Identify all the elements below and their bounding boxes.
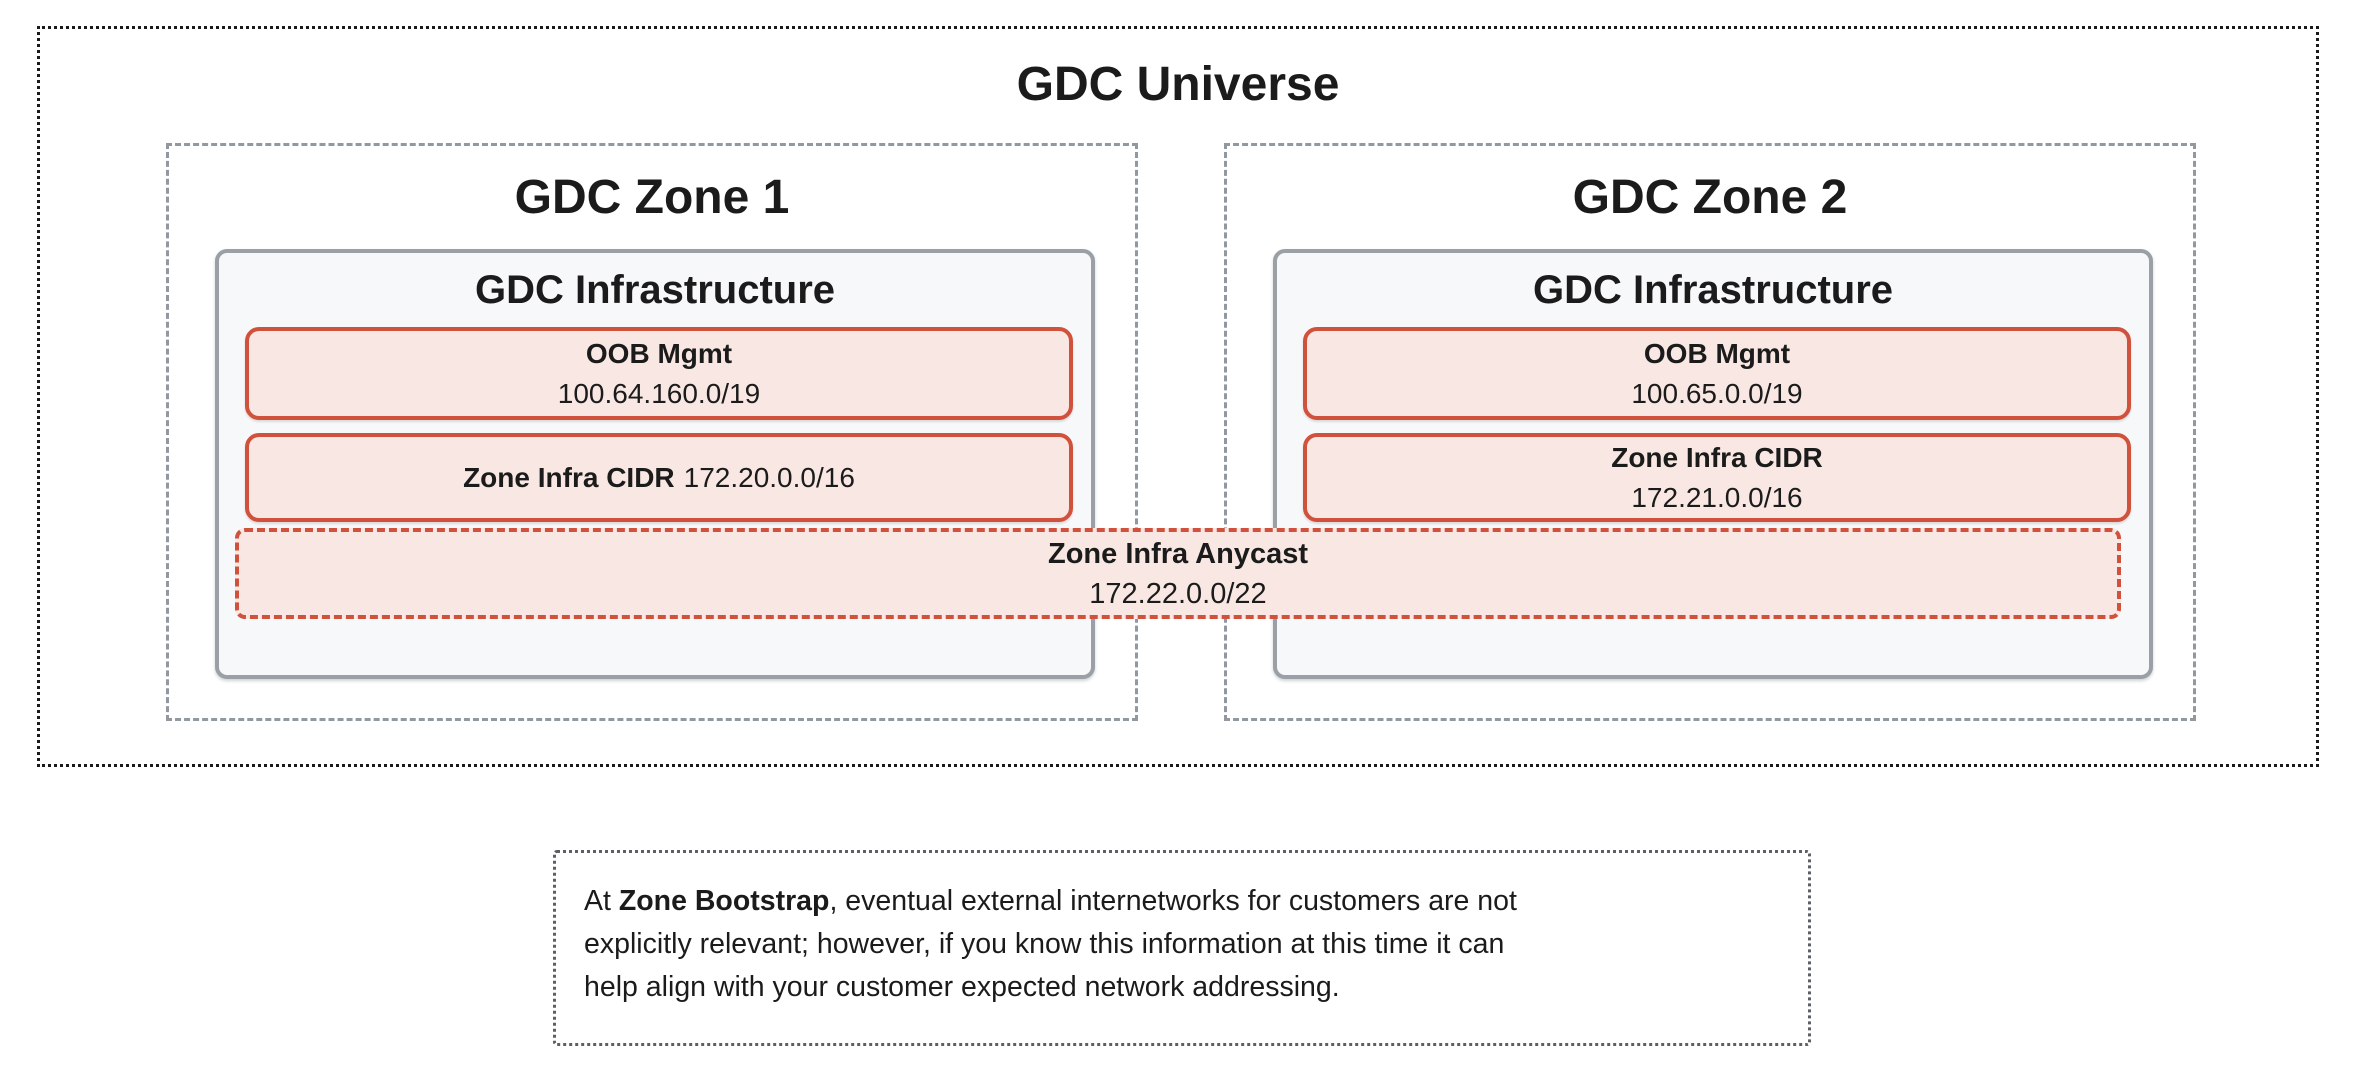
zone-infra-anycast-cidr: 172.22.0.0/22 [1089, 577, 1267, 610]
zone-bootstrap-note: At Zone Bootstrap, eventual external int… [553, 850, 1811, 1046]
zone-infra-anycast-box: Zone Infra Anycast 172.22.0.0/22 [235, 528, 2121, 619]
zone-2-infrastructure-title: GDC Infrastructure [1532, 268, 1894, 312]
zone-2-box: GDC Zone 2 GDC Infrastructure OOB Mgmt 1… [1224, 143, 2196, 721]
zone-1-infra-cidr-value: 172.20.0.0/16 [683, 461, 855, 493]
note-line-2: explicitly relevant; however, if you kno… [584, 928, 1505, 960]
zone-infra-anycast-label: Zone Infra Anycast [1048, 537, 1308, 570]
zone-2-oob-cidr: 100.65.0.0/19 [1631, 377, 1803, 409]
zone-1-oob-cidr: 100.64.160.0/19 [557, 377, 761, 409]
note-line-1-bold: Zone Bootstrap [618, 885, 830, 917]
zone-2-oob-label: OOB Mgmt [1643, 337, 1791, 369]
zone-1-infra-cidr-label: Zone Infra CIDR [463, 461, 675, 493]
zone-1-infrastructure-title: GDC Infrastructure [474, 268, 836, 312]
zone-2-infra-cidr-box: Zone Infra CIDR 172.21.0.0/16 [1303, 433, 2131, 522]
zone-2-title: GDC Zone 2 [1572, 171, 1848, 224]
zone-2-oob-mgmt-box: OOB Mgmt 100.65.0.0/19 [1303, 327, 2131, 420]
note-line-3: help align with your customer expected n… [584, 971, 1340, 1003]
zone-2-infra-cidr-value: 172.21.0.0/16 [1631, 481, 1803, 513]
zone-1-oob-mgmt-box: OOB Mgmt 100.64.160.0/19 [245, 327, 1073, 420]
note-line-1: At Zone Bootstrap, eventual external int… [584, 880, 1780, 923]
note-line-1-prefix: At [584, 885, 619, 917]
zone-1-box: GDC Zone 1 GDC Infrastructure OOB Mgmt 1… [166, 143, 1138, 721]
universe-title: GDC Universe [1016, 58, 1340, 111]
universe-box: GDC Universe GDC Zone 1 GDC Infrastructu… [37, 26, 2319, 767]
zone-1-infra-cidr-box: Zone Infra CIDR 172.20.0.0/16 [245, 433, 1073, 522]
zone-1-oob-label: OOB Mgmt [585, 337, 733, 369]
zone-2-infra-cidr-label: Zone Infra CIDR [1611, 441, 1823, 473]
zone-1-title: GDC Zone 1 [514, 171, 790, 224]
note-line-1-rest: , eventual external internetworks for cu… [829, 885, 1517, 917]
